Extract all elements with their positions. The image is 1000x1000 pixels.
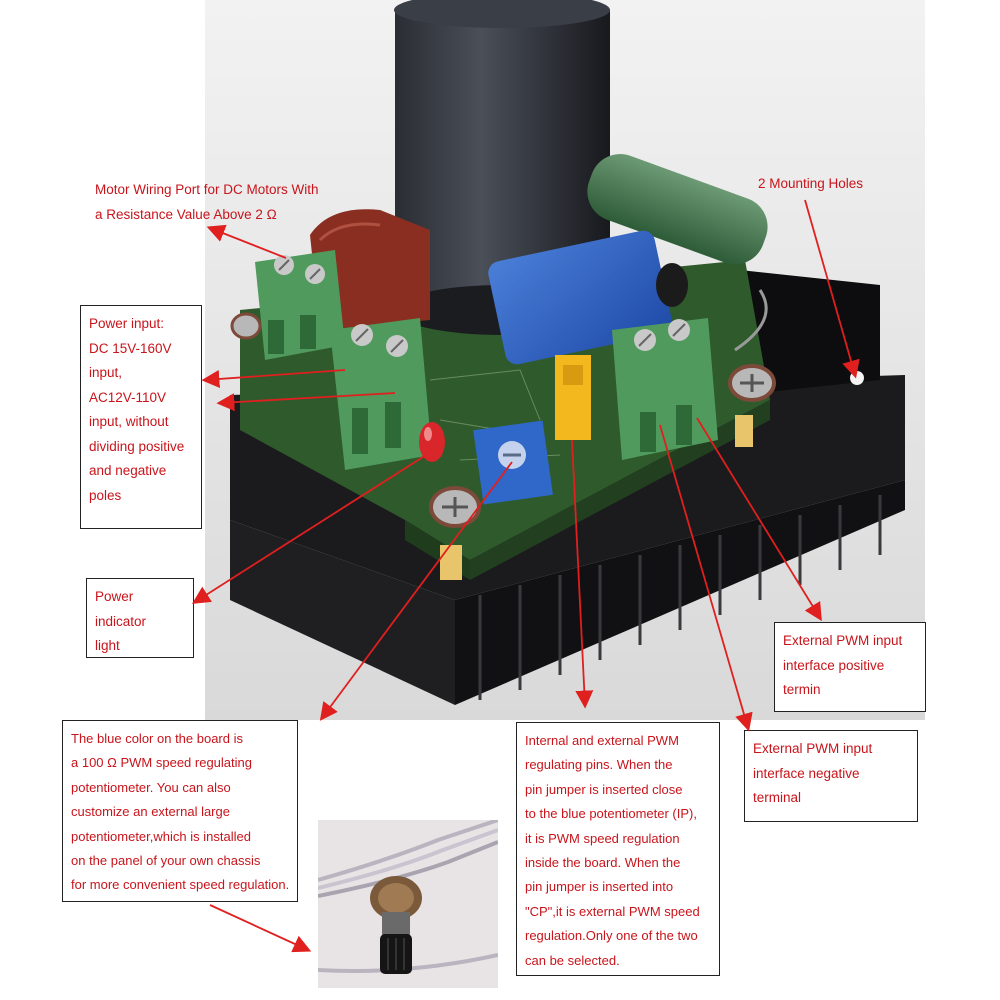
power-input-text: Power input: DC 15V-160V input, AC12V-11… (89, 316, 185, 503)
motor-terminal-block (255, 250, 345, 360)
pin-jumper (555, 355, 591, 440)
mounting-holes-text: 2 Mounting Holes (758, 176, 864, 191)
potentiometer-callout-box: The blue color on the board is a 100 Ω P… (62, 720, 298, 902)
pwm-negative-text: External PWM input interface negative te… (753, 741, 873, 805)
pwm-positive-text: External PWM input interface positive te… (783, 633, 903, 697)
mounting-hole (850, 371, 864, 385)
power-indicator-text: Power indicator light (95, 589, 147, 653)
external-potentiometer-photo (318, 820, 498, 988)
motor-port-text: Motor Wiring Port for DC Motors With a R… (95, 182, 319, 222)
power-indicator-led (419, 422, 445, 462)
power-resistor (587, 154, 768, 352)
power-input-callout-box: Power input: DC 15V-160V input, AC12V-11… (80, 305, 202, 529)
small-capacitor (656, 263, 688, 307)
power-indicator-callout-box: Power indicator light (86, 578, 194, 658)
pwm-terminal-block (612, 318, 718, 460)
jumper-pins-text: Internal and external PWM regulating pin… (525, 733, 700, 968)
pwm-negative-callout-box: External PWM input interface negative te… (744, 730, 918, 822)
jumper-pins-callout-box: Internal and external PWM regulating pin… (516, 722, 720, 976)
power-terminal-block (330, 318, 432, 470)
pwm-positive-callout-box: External PWM input interface positive te… (774, 622, 926, 712)
blue-potentiometer (473, 420, 553, 505)
potentiometer-text: The blue color on the board is a 100 Ω P… (71, 731, 290, 893)
